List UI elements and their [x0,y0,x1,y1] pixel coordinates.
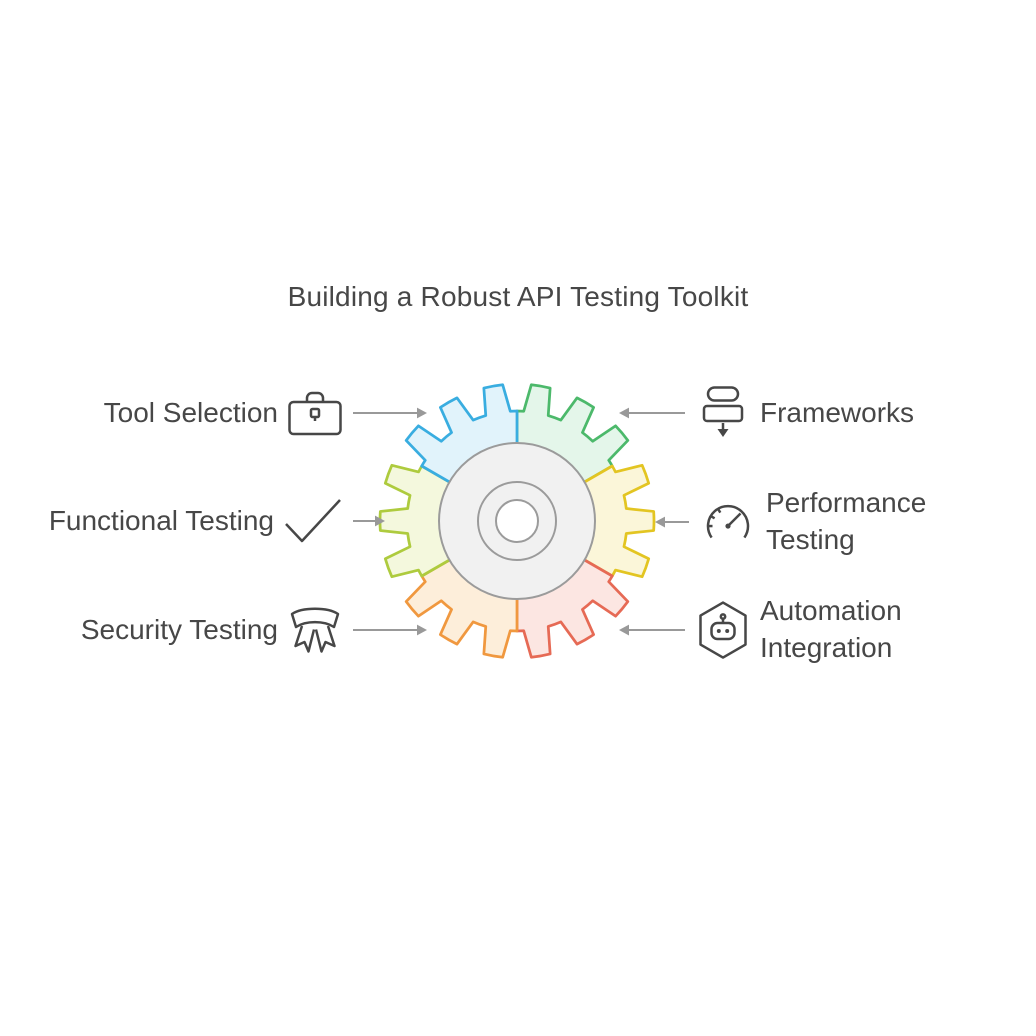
flowchart-icon [702,386,744,437]
checkmark-icon [285,499,341,543]
node-automation-integration: Automation Integration [618,593,972,667]
node-label: Tool Selection [103,396,278,428]
arrow-right-icon [353,515,385,527]
arrow-right-icon [353,624,427,636]
node-label: Automation Integration [760,595,902,663]
node-label: Frameworks [760,396,915,428]
node-tool-selection: Tool Selection [104,388,428,438]
node-frameworks: Frameworks [618,386,914,440]
gauge-icon [706,504,750,539]
node-label: Functional Testing [48,504,274,536]
node-functional-testing: Functional Testing [49,497,386,545]
gear-hub [495,499,539,543]
ribbon-icon [290,607,340,653]
node-label: Security Testing [80,613,278,645]
arrow-left-icon [619,624,685,636]
page-title: Building a Robust API Testing Toolkit [287,281,749,312]
node-security-testing: Security Testing [81,605,428,655]
node-performance-testing: Performance Testing [654,485,978,559]
arrow-left-icon [619,407,685,419]
arrow-left-icon [655,516,689,528]
arrow-right-icon [353,407,427,419]
node-label: Performance Testing [766,487,927,555]
gear-inner-ring [477,481,557,561]
robot-icon [699,601,747,659]
toolbox-icon [288,391,342,436]
